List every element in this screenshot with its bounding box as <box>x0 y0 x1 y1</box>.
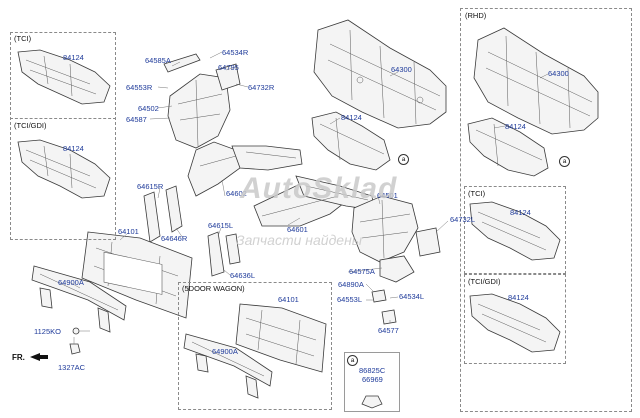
part-label-64501[interactable]: 64501 <box>377 191 398 200</box>
rhd-box <box>460 8 632 412</box>
rhd-box-title: (RHD) <box>465 11 487 20</box>
rhd-tci-insulator-drawing <box>469 201 561 261</box>
part-label-64890A[interactable]: 64890A <box>338 280 364 289</box>
ref-a-callout-main: a <box>398 154 409 165</box>
part-label-1125KO[interactable]: 1125KO <box>34 327 61 336</box>
part-label-64732R[interactable]: 64732R <box>248 83 275 92</box>
leader-lines <box>70 51 549 344</box>
part-label-64101-5dr[interactable]: 64101 <box>278 295 299 304</box>
tci-variants-box <box>10 32 116 240</box>
watermark-logo-text: AutoSklad <box>240 172 398 205</box>
side-member-64601-drawing <box>253 175 375 227</box>
watermark-subtitle: Запчасти найдены <box>236 232 363 248</box>
part-label-64587[interactable]: 64587 <box>126 115 147 124</box>
part-label-64601[interactable]: 64601 <box>287 225 308 234</box>
rhd-tcigdi-insulator-drawing <box>469 293 561 353</box>
part-label-64900A[interactable]: 64900A <box>58 278 84 287</box>
part-label-64534L[interactable]: 64534L <box>399 292 425 301</box>
insulator-84124-tcigdi-drawing <box>17 139 111 199</box>
carrier-64101-drawing <box>81 231 193 319</box>
part-label-64615R[interactable]: 64615R <box>137 182 164 191</box>
insulator-84124-main-drawing <box>311 111 391 171</box>
dash-panel-64300-drawing <box>313 19 447 129</box>
rhd-dash-panel-64300-drawing <box>473 27 599 135</box>
rhd-tci-box <box>464 186 566 274</box>
tci-box-divider <box>10 118 116 119</box>
ref-a-marker: a <box>347 355 358 366</box>
apron-64501-drawing <box>351 195 441 263</box>
rhd-tci-gdi-box-title: (TCI/GDI) <box>468 277 501 286</box>
carrier-64101-5dr-drawing <box>235 303 327 373</box>
ref-a-box <box>344 352 400 412</box>
part-label-64732L[interactable]: 64732L <box>450 215 476 224</box>
side-member-64602-drawing <box>187 141 303 197</box>
part-label-86825C[interactable]: 86825C <box>359 366 386 375</box>
part-label-66969[interactable]: 66969 <box>362 375 383 384</box>
part-label-64795[interactable]: 64795 <box>218 63 239 72</box>
part-label-84124-tci[interactable]: 84124 <box>63 53 84 62</box>
clip-86825C-drawing <box>361 395 383 409</box>
part-label-64646R[interactable]: 64646R <box>161 234 188 243</box>
apron-lower-64575A-drawing <box>371 255 415 325</box>
part-label-64577[interactable]: 64577 <box>378 326 399 335</box>
part-label-64300[interactable]: 64300 <box>391 65 412 74</box>
part-label-64636L[interactable]: 64636L <box>230 271 256 280</box>
part-label-64553R[interactable]: 64553R <box>126 83 153 92</box>
front-arrow-drawing <box>30 353 48 361</box>
part-label-64502[interactable]: 64502 <box>138 104 159 113</box>
bolt-1125KO-drawing <box>72 327 90 335</box>
bracket-64615-drawing <box>143 185 241 277</box>
part-label-64585A[interactable]: 64585A <box>145 56 171 65</box>
five-door-wagon-title: (5DOOR WAGON) <box>182 284 245 293</box>
five-door-wagon-box <box>178 282 332 410</box>
part-label-64615L[interactable]: 64615L <box>208 221 234 230</box>
part-label-64900A-5dr[interactable]: 64900A <box>212 347 238 356</box>
part-label-64575A[interactable]: 64575A <box>349 267 375 276</box>
part-label-84124-tcigdi[interactable]: 84124 <box>63 144 84 153</box>
nut-1327AC-drawing <box>69 343 81 355</box>
rhd-tci-gdi-box <box>464 274 566 364</box>
rhd-tci-box-title: (TCI) <box>468 189 486 198</box>
tci-gdi-box-title: (TCI/GDI) <box>14 121 47 130</box>
part-label-rhd-64300[interactable]: 64300 <box>548 69 569 78</box>
insulator-84124-tci-drawing <box>17 49 111 105</box>
part-label-rhd-84124[interactable]: 84124 <box>505 122 526 131</box>
apron-64502-drawing <box>163 53 241 149</box>
rhd-insulator-84124-drawing <box>467 117 549 177</box>
part-label-64101[interactable]: 64101 <box>118 227 139 236</box>
part-label-84124-main[interactable]: 84124 <box>341 113 362 122</box>
part-label-64553L[interactable]: 64553L <box>337 295 363 304</box>
front-direction-label: FR. <box>12 353 25 362</box>
bumper-beam-64900A-5dr-drawing <box>183 333 273 399</box>
part-label-64534R[interactable]: 64534R <box>222 48 249 57</box>
ref-a-callout-rhd: a <box>559 156 570 167</box>
tci-box-title: (TCI) <box>14 34 32 43</box>
part-label-rhd-tcigdi-84124[interactable]: 84124 <box>508 293 529 302</box>
part-label-64602[interactable]: 64602 <box>226 189 247 198</box>
part-label-rhd-tci-84124[interactable]: 84124 <box>510 208 531 217</box>
part-label-1327AC[interactable]: 1327AC <box>58 363 86 372</box>
bumper-beam-64900A-drawing <box>31 265 127 333</box>
